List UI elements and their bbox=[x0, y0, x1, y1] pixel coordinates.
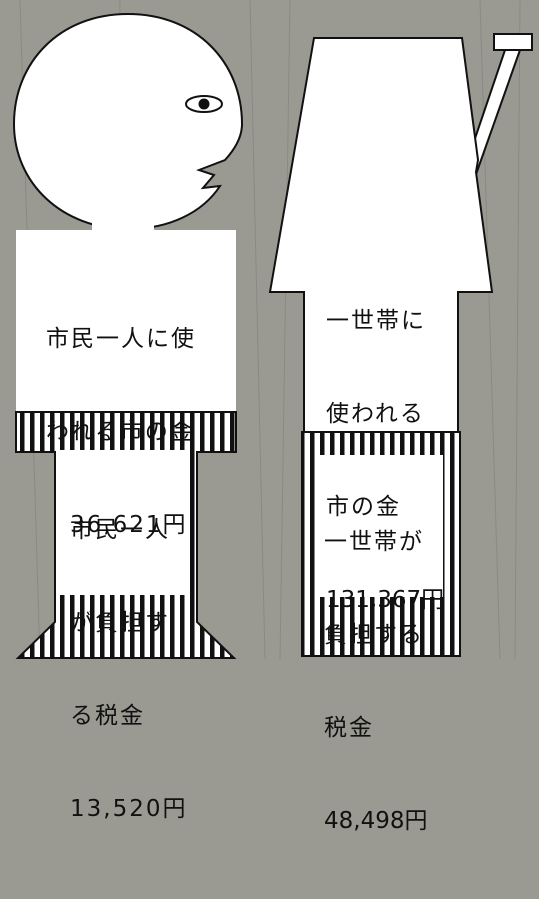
house-body bbox=[268, 37, 494, 433]
person-upper-label: 市民一人に使 われる市の金 36,621円 bbox=[46, 262, 196, 603]
person-lower-line3: る税金 bbox=[70, 703, 145, 729]
person-lower-line1: 市民一人 bbox=[70, 517, 170, 543]
house-upper-line2: 使われる bbox=[326, 401, 425, 427]
person-upper-line2: われる市の金 bbox=[46, 419, 195, 445]
eye-icon bbox=[185, 95, 223, 113]
person-lower-line2: が負担す bbox=[70, 610, 170, 636]
house-lower-label: 一世帯が 負担する 税金 48,498円 bbox=[324, 465, 427, 899]
person-upper-line1: 市民一人に使 bbox=[46, 326, 196, 352]
house-lower-line1: 一世帯が bbox=[324, 529, 424, 555]
house-upper-line1: 一世帯に bbox=[326, 308, 426, 334]
person-upper-amount: 36,621円 bbox=[70, 512, 188, 538]
house-lower-line2: 負担する bbox=[324, 622, 424, 648]
person-lower-label-box bbox=[58, 450, 190, 595]
house-upper-line3: 市の金 bbox=[326, 494, 401, 520]
house-lower-amount: 48,498円 bbox=[324, 808, 428, 834]
house-upper-amount: 131,367円 bbox=[326, 587, 445, 613]
house-figure bbox=[268, 33, 533, 657]
illustration-stage: 市民一人に使 われる市の金 36,621円 市民一人 が負担す る税金 13,5… bbox=[12, 0, 533, 834]
person-figure bbox=[12, 12, 244, 659]
house-lower-label-box bbox=[318, 455, 443, 597]
person-body bbox=[16, 230, 236, 412]
figures-artwork bbox=[12, 0, 533, 659]
house-lower-line3: 税金 bbox=[324, 715, 374, 741]
person-head bbox=[12, 12, 244, 231]
person-lower-label: 市民一人 が負担す る税金 13,520円 bbox=[70, 453, 187, 887]
person-lower-amount: 13,520円 bbox=[70, 796, 188, 822]
house-upper-label: 一世帯に 使われる 市の金 131,367円 bbox=[326, 244, 444, 678]
